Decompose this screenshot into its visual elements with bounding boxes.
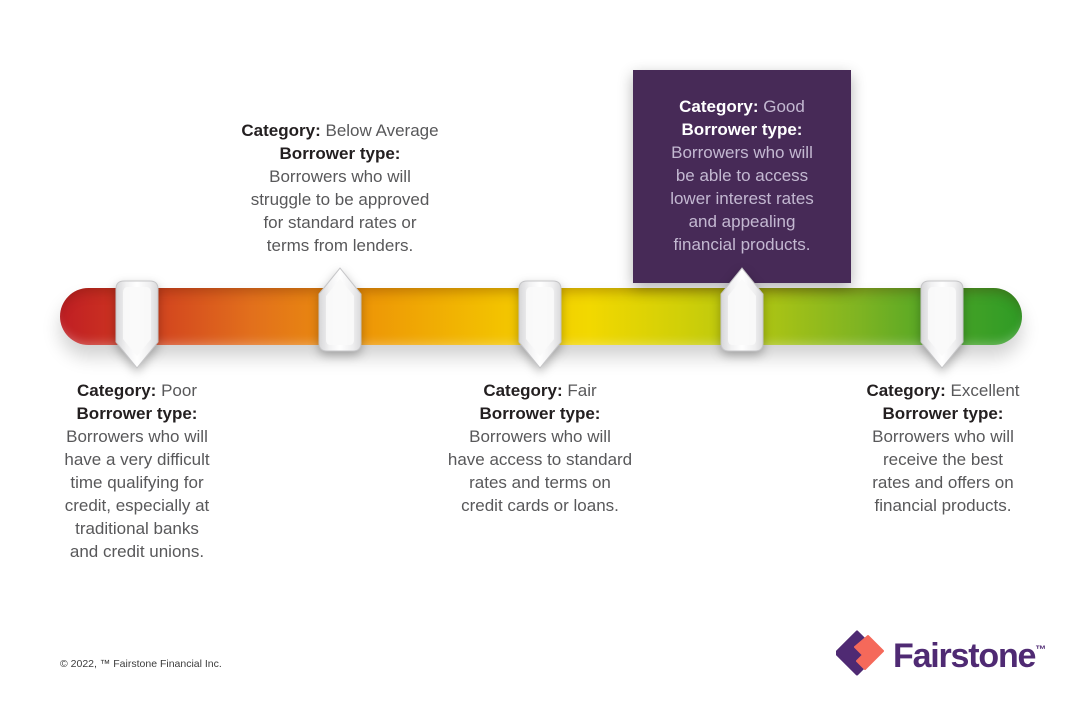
description-line: terms from lenders. (266, 236, 414, 255)
description-line: credit, especially at (64, 496, 210, 515)
description-line: Borrowers who will (469, 427, 611, 446)
category-line: Category: Good (679, 97, 805, 116)
description-line: traditional banks (75, 519, 199, 538)
description-line: Borrowers who will (671, 143, 813, 162)
description-line: be able to access (675, 166, 809, 185)
borrower-type-label: Borrower type: (882, 404, 1004, 423)
callout-poor: Category: Poor Borrower type: Borrowers … (22, 379, 252, 563)
marker-good (720, 267, 764, 352)
fairstone-logo-text: Fairstone™ (893, 637, 1047, 675)
marker-below-average (318, 267, 362, 352)
fairstone-logo-icon (836, 630, 884, 676)
description-line: financial products. (673, 235, 811, 254)
borrower-type-label: Borrower type: (76, 404, 198, 423)
description-line: have a very difficult (64, 450, 210, 469)
borrower-type-label: Borrower type: (279, 144, 401, 163)
callout-fair: Category: Fair Borrower type: Borrowers … (425, 379, 655, 517)
description-line: and credit unions. (69, 542, 205, 561)
description-line: struggle to be approved (250, 190, 430, 209)
borrower-type-label: Borrower type: (479, 404, 601, 423)
category-line: Category: Fair (483, 381, 597, 400)
description-line: Borrowers who will (66, 427, 208, 446)
description-line: and appealing (688, 212, 796, 231)
description-line: financial products. (874, 496, 1012, 515)
callout-excellent: Category: Excellent Borrower type: Borro… (828, 379, 1058, 517)
description-line: rates and terms on (469, 473, 611, 492)
trademark-symbol: ™ (1035, 644, 1047, 656)
borrower-type-label: Borrower type: (681, 120, 803, 139)
marker-excellent (920, 280, 964, 369)
fairstone-logo: Fairstone™ (836, 627, 1046, 679)
description-line: receive the best (882, 450, 1003, 469)
marker-fair (518, 280, 562, 369)
marker-poor (115, 280, 159, 369)
category-line: Category: Poor (76, 381, 197, 400)
description-line: for standard rates or (263, 213, 417, 232)
callout-below-average: Category: Below Average Borrower type: B… (225, 119, 455, 257)
description-line: rates and offers on (872, 473, 1014, 492)
category-line: Category: Excellent (866, 381, 1020, 400)
copyright-text: © 2022, ™ Fairstone Financial Inc. (60, 658, 222, 670)
description-line: credit cards or loans. (461, 496, 619, 515)
description-line: have access to standard (447, 450, 633, 469)
callout-good-highlighted: Category: Good Borrower type: Borrowers … (633, 70, 851, 283)
description-line: Borrowers who will (269, 167, 411, 186)
description-line: lower interest rates (670, 189, 814, 208)
description-line: time qualifying for (70, 473, 204, 492)
description-line: Borrowers who will (872, 427, 1014, 446)
category-line: Category: Below Average (241, 121, 439, 140)
